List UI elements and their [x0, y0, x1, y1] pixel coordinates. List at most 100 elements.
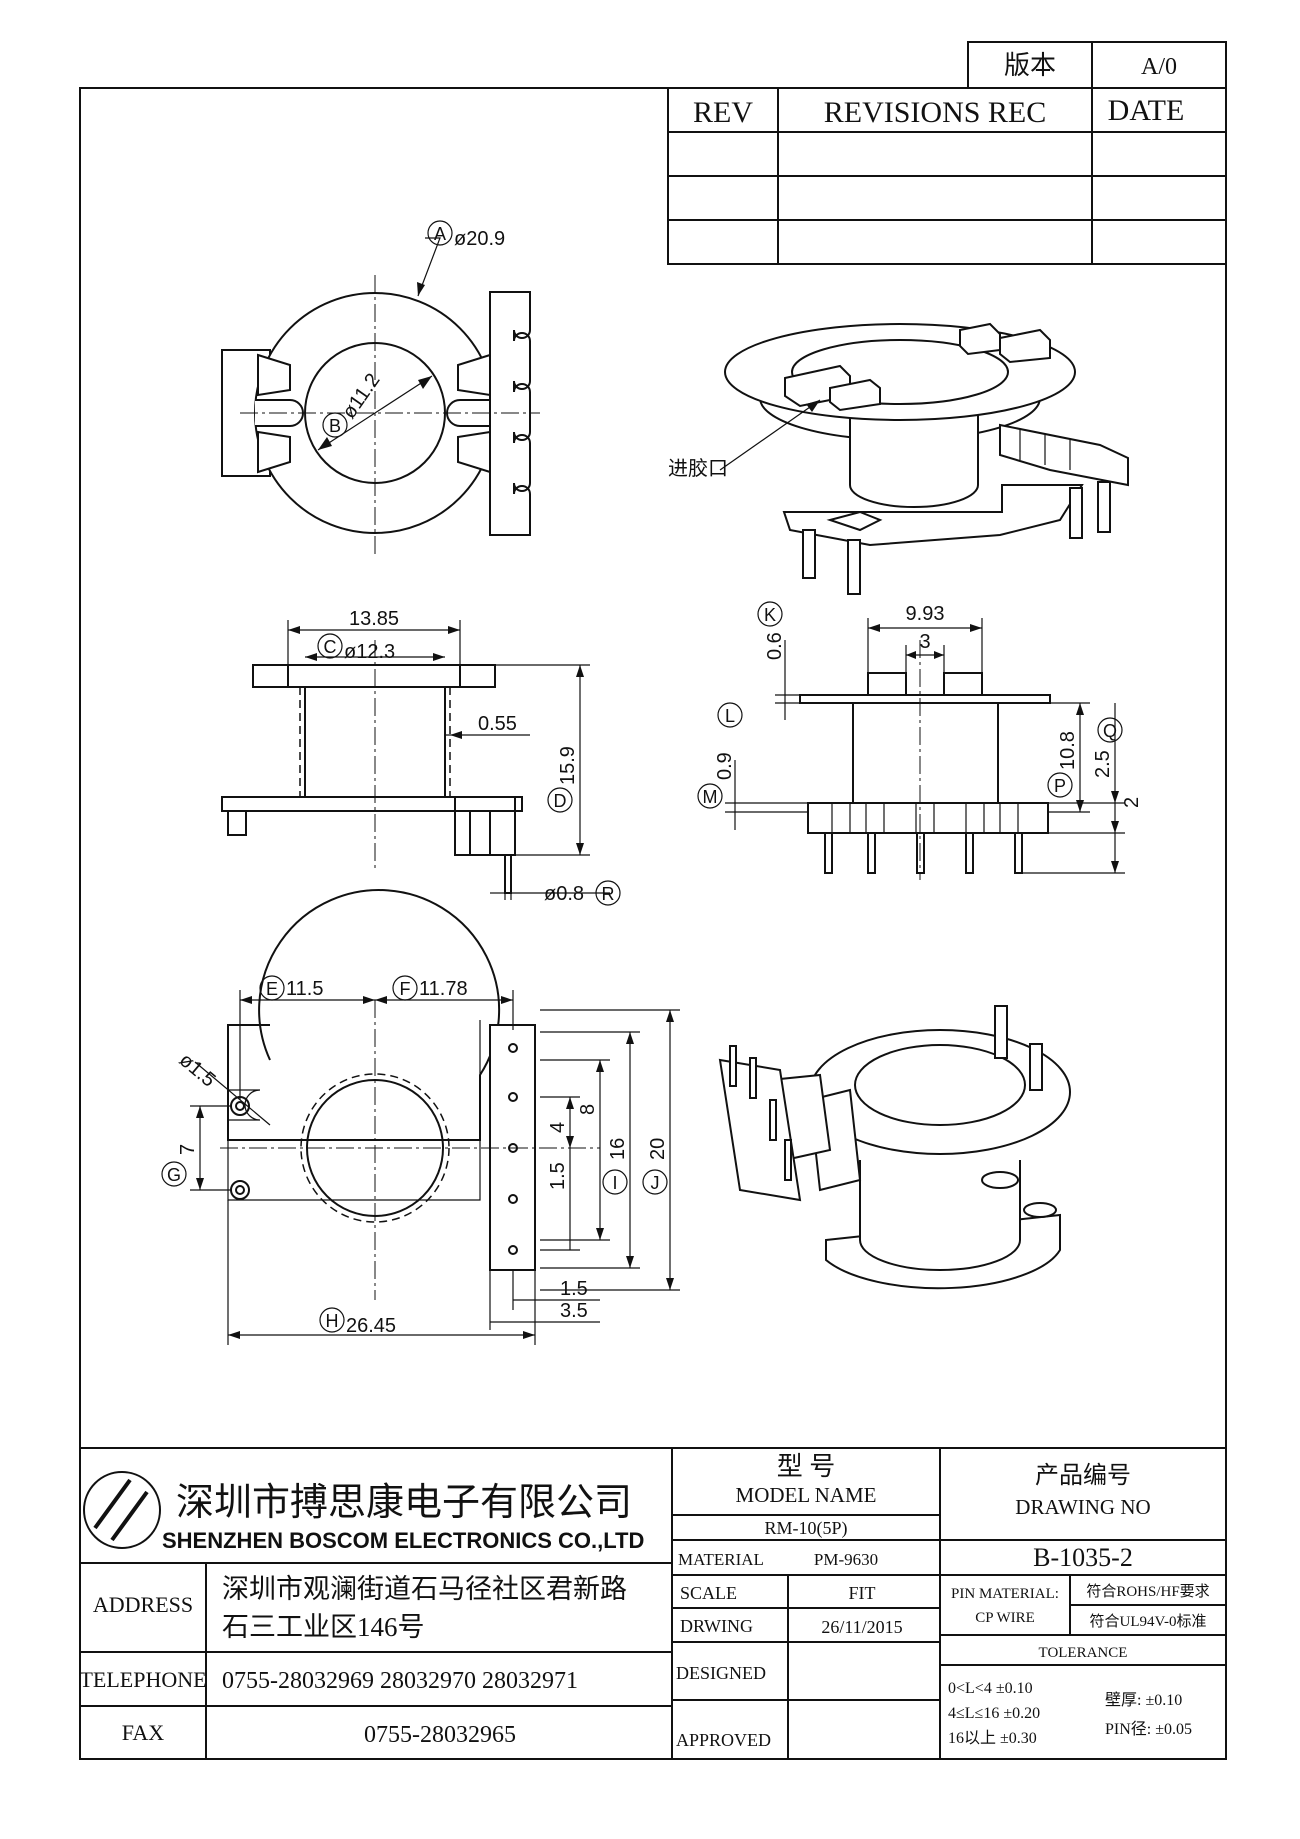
scale-value: FIT: [849, 1583, 876, 1603]
dim-a-letter: A: [434, 224, 446, 244]
front-view: [221, 620, 610, 900]
version-value: A/0: [1141, 54, 1177, 80]
dim-b-marker: [322, 412, 348, 438]
dim-l-marker: [717, 702, 743, 728]
dim-a-value: ø20.9: [454, 228, 505, 250]
dim-i-marker: [602, 1169, 628, 1195]
telephone-value: 0755-28032969 28032970 28032971: [222, 1668, 578, 1694]
title-block: [80, 1447, 1226, 1759]
dim-q-value: 2.5: [1092, 750, 1114, 778]
drawing-number: B-1035-2: [1033, 1543, 1133, 1572]
company-name-en: SHENZHEN BOSCOM ELECTRONICS CO.,LTD: [162, 1528, 644, 1553]
tolerance-row-3: 16以上 ±0.30: [948, 1729, 1037, 1747]
date-header: DATE: [1108, 94, 1185, 127]
iso-view-top: [719, 322, 1129, 595]
gate-label: 进胶口: [668, 457, 728, 480]
tolerance-row-1: 0<L<4 ±0.10: [948, 1680, 1033, 1697]
dim-h-marker: [319, 1307, 345, 1333]
dim-r-letter: R: [602, 884, 615, 904]
bottom-view: [190, 889, 680, 1345]
dim-j-letter: J: [651, 1173, 660, 1193]
dim-e-letter: E: [266, 979, 278, 999]
dim-j-marker: [642, 1169, 668, 1195]
wall-tolerance: 壁厚: ±0.10: [1105, 1690, 1182, 1709]
fax-label: FAX: [122, 1720, 164, 1745]
drawing-date: 26/11/2015: [821, 1617, 902, 1637]
scale-label: SCALE: [680, 1583, 737, 1603]
side-view: [725, 618, 1125, 880]
dim-r-value: ø0.8: [544, 883, 584, 905]
telephone-label: TELEPHONE: [79, 1667, 206, 1692]
dim-m-letter: M: [703, 787, 718, 807]
material-value: PM-9630: [814, 1550, 878, 1569]
dim-c-marker: [317, 633, 343, 659]
dim-k-letter: K: [764, 605, 776, 625]
pin-material-label: PIN MATERIAL:: [951, 1586, 1059, 1602]
dim-3: 3: [919, 631, 930, 653]
product-title-en: DRAWING NO: [1015, 1495, 1150, 1519]
fax-value: 0755-28032965: [364, 1722, 516, 1748]
dim-8: 8: [577, 1104, 599, 1115]
dim-g-marker: [161, 1161, 187, 1187]
sheet-border: [79, 87, 1227, 1760]
ul-note: 符合UL94V-0标准: [1090, 1613, 1207, 1630]
top-view: [221, 237, 540, 555]
tolerance-row-2: 4≤L≤16 ±0.20: [948, 1705, 1040, 1722]
dim-e-value: 11.5: [286, 978, 323, 1000]
dim-15a: ø1.5: [175, 1049, 220, 1092]
dim-993: 9.93: [906, 603, 945, 625]
dim-p-letter: P: [1054, 776, 1066, 796]
dim-15c: 1.5: [560, 1278, 588, 1300]
dim-p-marker: [1047, 772, 1073, 798]
pin-tolerance: PIN径: ±0.05: [1105, 1720, 1192, 1738]
dim-15b: 1.5: [547, 1162, 569, 1190]
company-logo-icon: [83, 1471, 161, 1549]
dim-m-value: 0.9: [714, 752, 736, 780]
version-box: 版本 A/0: [967, 41, 1227, 89]
dim-e-marker: [259, 975, 285, 1001]
dim-j-value: 20: [647, 1138, 669, 1160]
revisions-table: REV REVISIONS REC DATE: [667, 87, 1227, 265]
dim-k-value: 0.6: [764, 632, 786, 660]
address-label: ADDRESS: [93, 1592, 193, 1617]
cp-wire: CP WIRE: [975, 1610, 1035, 1626]
model-title-en: MODEL NAME: [736, 1483, 877, 1507]
dim-i-value: 16: [607, 1138, 629, 1160]
rec-header: REVISIONS REC: [824, 96, 1047, 129]
dim-35: 3.5: [560, 1300, 588, 1322]
dim-p-value: 10.8: [1057, 731, 1079, 770]
dim-l-letter: L: [725, 706, 735, 726]
dim-1385: 13.85: [349, 608, 399, 630]
dim-f-value: 11.78: [419, 978, 468, 1000]
dim-d-marker: [547, 787, 573, 813]
dim-h-letter: H: [326, 1311, 339, 1331]
product-title-cn: 产品编号: [1035, 1462, 1131, 1489]
dim-4: 4: [547, 1122, 569, 1133]
dim-h-value: 26.45: [346, 1315, 396, 1337]
tolerance-label: TOLERANCE: [1039, 1645, 1128, 1661]
address-line1: 深圳市观澜街道石马径社区君新路: [222, 1574, 627, 1604]
dim-d-letter: D: [554, 791, 567, 811]
approved-label: APPROVED: [676, 1730, 771, 1750]
dim-d-value: 15.9: [557, 746, 579, 785]
dim-2: 2: [1121, 797, 1143, 808]
dim-q-letter: Q: [1103, 721, 1117, 741]
model-title-cn: 型 号: [777, 1452, 836, 1481]
dim-i-letter: I: [612, 1173, 617, 1193]
designed-label: DESIGNED: [676, 1663, 766, 1683]
dim-a-marker: [427, 220, 453, 246]
version-label: 版本: [1004, 51, 1056, 80]
dim-g-letter: G: [167, 1165, 181, 1185]
dim-c-value: ø12.3: [344, 641, 395, 663]
address-line2: 石三工业区146号: [222, 1612, 425, 1642]
dim-m-marker: [697, 783, 723, 809]
dim-055: 0.55: [478, 713, 517, 735]
drawing-label: DRWING: [680, 1616, 753, 1636]
dim-c-letter: C: [324, 637, 337, 657]
iso-view-bottom: [718, 1005, 1071, 1290]
dim-f-letter: F: [400, 979, 411, 999]
company-name-cn: 深圳市搏思康电子有限公司: [176, 1482, 632, 1524]
dim-k-marker: [757, 601, 783, 627]
dim-g-value: 7: [177, 1144, 199, 1155]
dim-f-marker: [392, 975, 418, 1001]
